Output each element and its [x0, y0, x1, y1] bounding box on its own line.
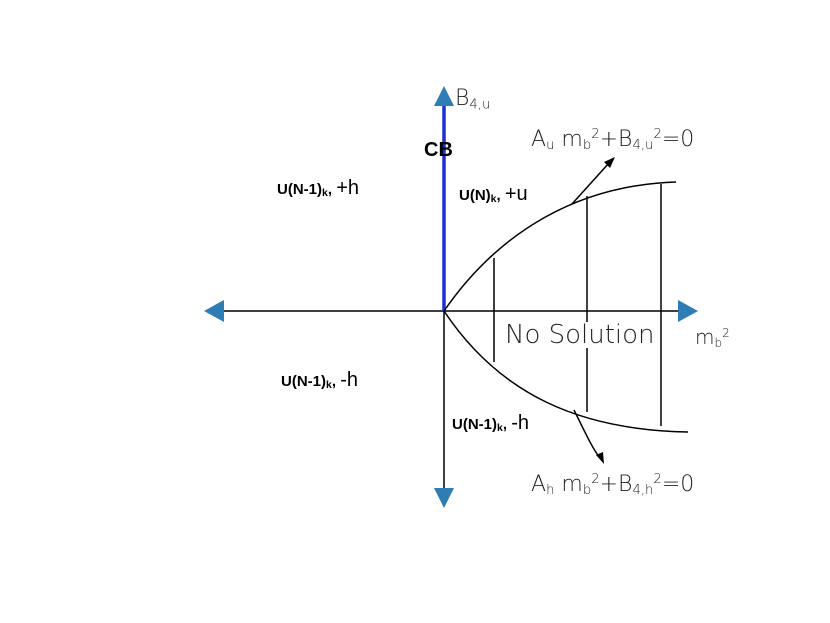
upper-equation-pointer-head — [604, 157, 615, 168]
upper-boundary-equation: Au mb2+B4,u2=0 — [531, 126, 695, 154]
y-axis-label: B4,u — [455, 86, 491, 113]
lower-boundary-equation: Ah mb2+B4,h2=0 — [531, 471, 695, 499]
lower-boundary-curve — [443, 310, 689, 433]
x-axis-left-arrow — [204, 300, 224, 322]
upper-equation-pointer — [571, 162, 610, 205]
x-axis-right-arrow — [678, 300, 698, 322]
x-axis-label: mb2 — [695, 325, 730, 351]
lower-equation-pointer-head — [596, 452, 604, 464]
region-lower-right-label: U(N-1)k, -h — [452, 412, 529, 435]
upper-boundary-curve — [443, 181, 677, 312]
region-upper-left-label: U(N-1)k, +h — [277, 177, 359, 200]
y-axis-up-arrow — [434, 86, 454, 106]
cb-label: CB — [424, 139, 453, 161]
no-solution-label: No Solution — [503, 320, 657, 350]
region-upper-right-label: U(N)k, +u — [459, 183, 528, 206]
region-lower-left-label: U(N-1)k, -h — [281, 369, 358, 392]
y-axis-down-arrow — [434, 488, 454, 508]
